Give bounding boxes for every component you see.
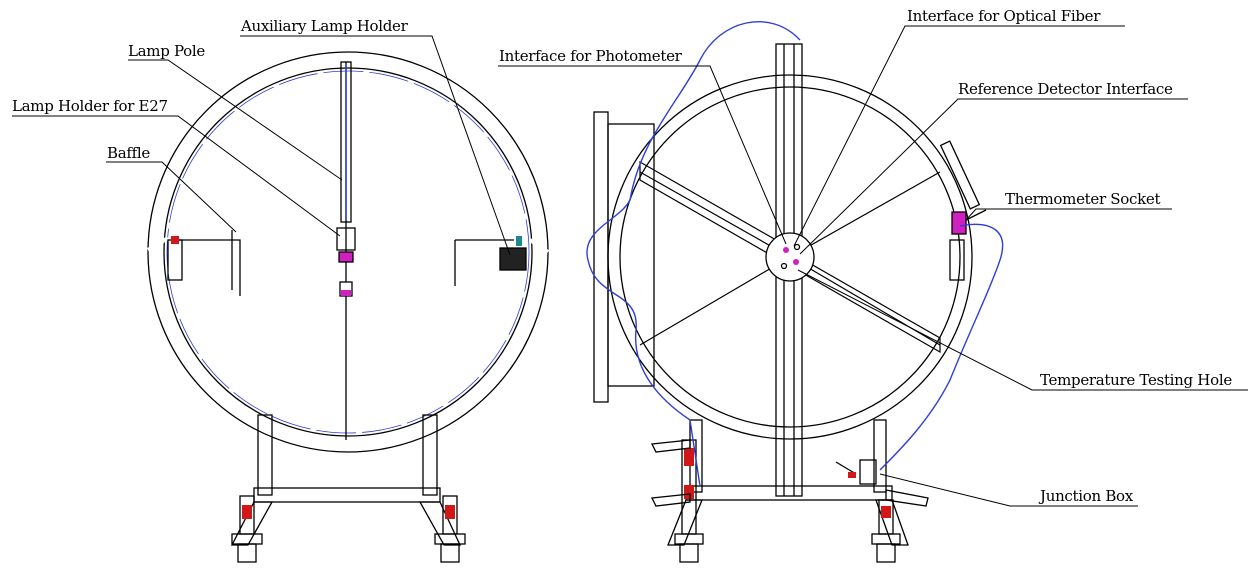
lamp-holder-e27 <box>336 227 356 251</box>
label-interface-photometer: Interface for Photometer <box>499 47 683 65</box>
left-clamp-left <box>167 239 183 281</box>
fiber-cable <box>586 21 1004 487</box>
left-stand-post-right <box>422 414 438 496</box>
label-lamp-pole: Lamp Pole <box>128 42 205 60</box>
left-foot-right <box>418 501 462 546</box>
left-sphere-view <box>146 51 550 563</box>
label-reference-detector-interface: Reference Detector Interface <box>958 80 1173 98</box>
label-lamp-holder-e27: Lamp Holder for E27 <box>12 97 168 115</box>
junction-box <box>859 459 877 485</box>
label-junction-box: Junction Box <box>1038 487 1134 505</box>
thermometer-socket <box>951 211 967 235</box>
auxiliary-lamp-holder <box>499 247 527 271</box>
right-sphere-view <box>593 43 987 563</box>
right-stand-post-right <box>873 419 887 493</box>
label-temperature-testing-hole: Temperature Testing Hole <box>1040 371 1232 389</box>
left-stand-post-left <box>257 414 273 496</box>
label-thermometer-socket: Thermometer Socket <box>1005 190 1160 208</box>
lamp-pole <box>340 61 352 223</box>
left-stand-crossbar <box>253 487 441 503</box>
label-baffle: Baffle <box>107 144 150 162</box>
sphere-hub <box>765 232 815 282</box>
callout-leaders <box>12 25 1248 507</box>
rear-flange-plate <box>593 111 609 403</box>
right-sphere-outer-shell <box>607 74 973 440</box>
left-baffle-left <box>178 239 241 296</box>
left-sphere-coating <box>166 70 530 434</box>
label-interface-optical-fiber: Interface for Optical Fiber <box>907 7 1101 25</box>
label-auxiliary-lamp-holder: Auxiliary Lamp Holder <box>240 17 409 35</box>
right-stand-crossbar <box>685 485 893 501</box>
left-foot-left <box>230 501 274 546</box>
left-sphere-inner-shell <box>163 67 533 437</box>
right-sphere-inner-shell <box>619 86 961 428</box>
